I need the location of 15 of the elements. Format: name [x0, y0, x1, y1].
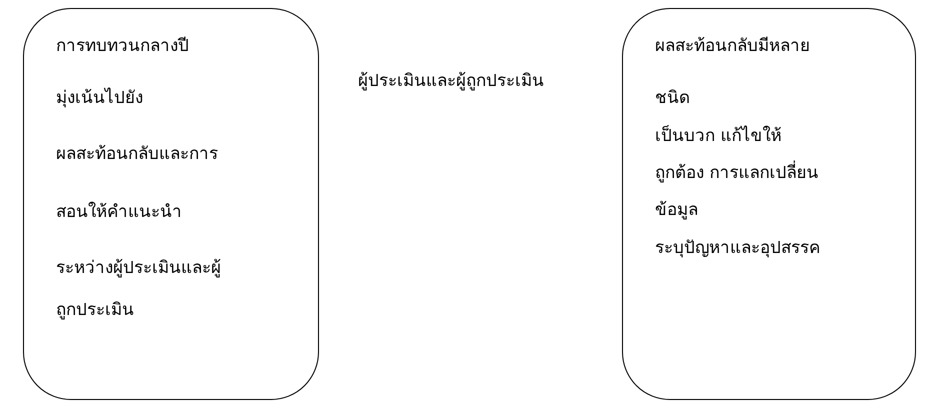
- text-line: ถูกประเมิน: [56, 299, 134, 321]
- text-line: เป็นบวก แก้ไขให้: [655, 125, 782, 147]
- text-line: มุ่งเน้นไปยัง: [56, 87, 143, 109]
- text-line: ผลสะท้อนกลับและการ: [56, 143, 218, 165]
- text-line: ถูกต้อง การแลกเปลี่ยน: [655, 162, 818, 184]
- text-line: ระหว่างผู้ประเมินและผู้: [56, 257, 221, 279]
- label: ผู้ประเมินและผู้ถูกประเมิน: [358, 70, 544, 92]
- rounded-box: [622, 8, 916, 400]
- rounded-box: [23, 8, 319, 400]
- text-line: ชนิด: [655, 87, 690, 109]
- text-line: ผลสะท้อนกลับมีหลาย: [655, 35, 810, 57]
- text-line: ระบุปัญหาและอุปสรรค: [655, 237, 820, 259]
- text-line: สอนให้คำแนะนำ: [56, 201, 182, 223]
- text-line: การทบทวนกลางปี: [56, 35, 189, 57]
- text-line: ข้อมูล: [655, 199, 698, 221]
